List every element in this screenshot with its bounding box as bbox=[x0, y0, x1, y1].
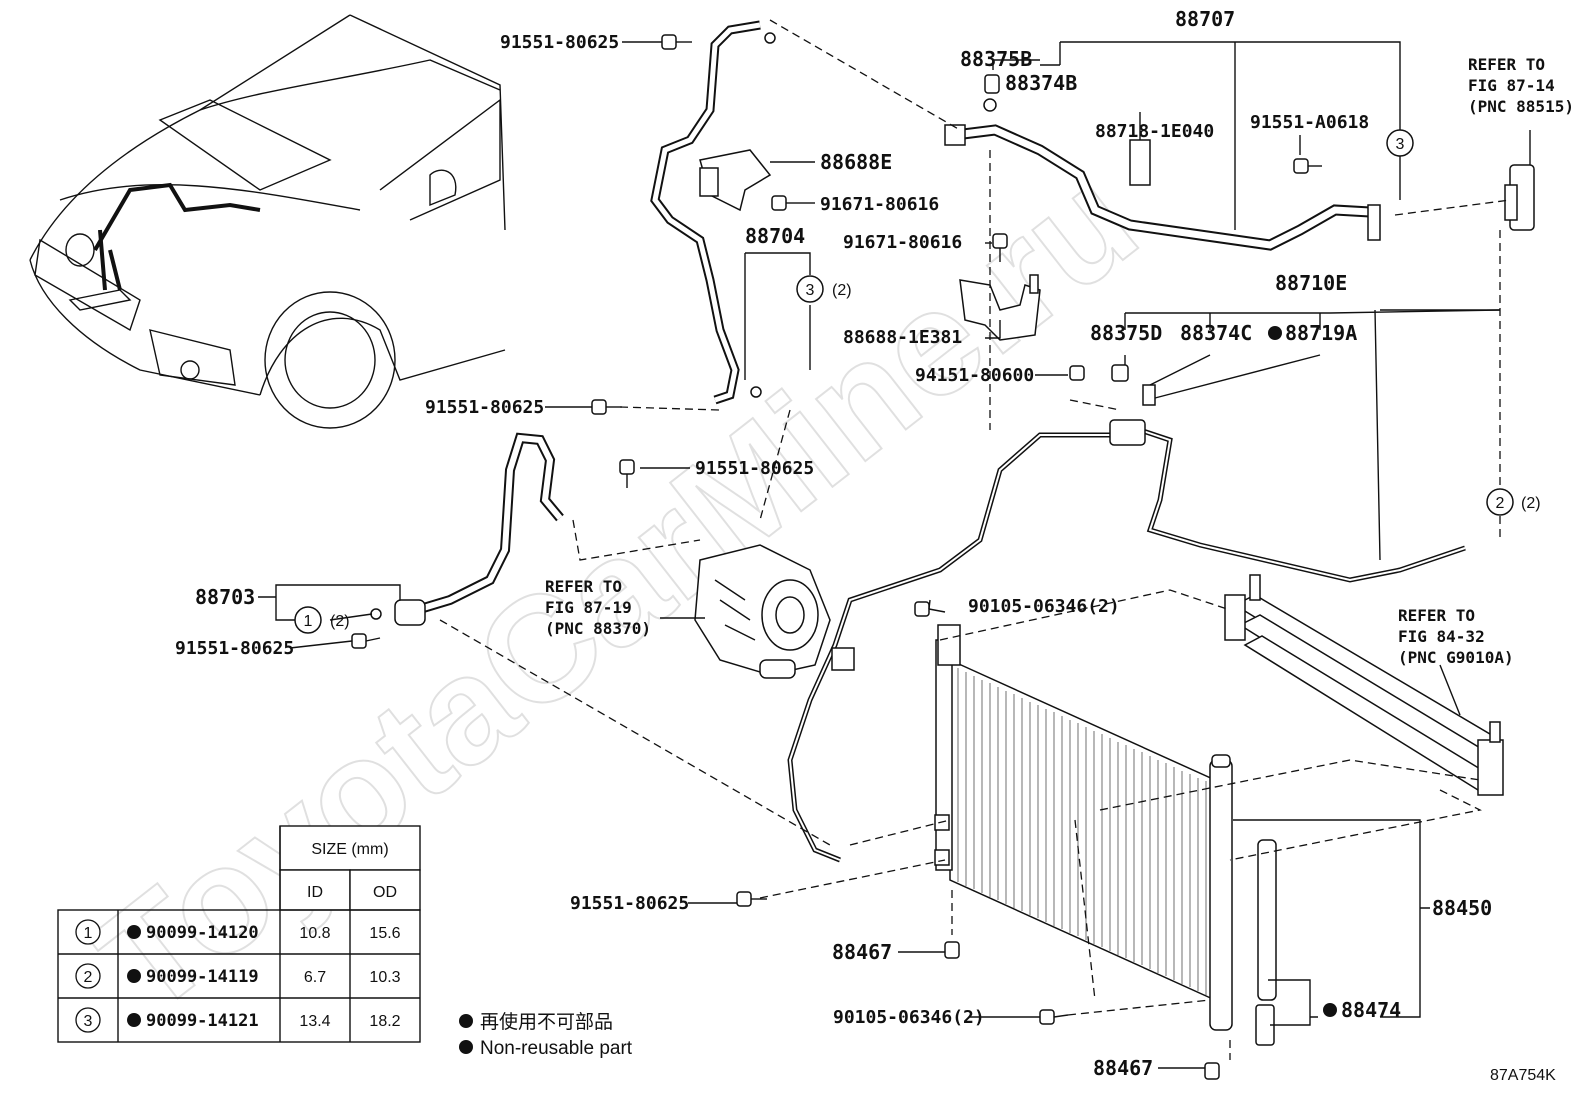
bracket-88688-1e381 bbox=[959, 274, 1041, 341]
table-header-od: OD bbox=[373, 884, 397, 901]
svg-text:(PNC 88370): (PNC 88370) bbox=[545, 619, 651, 638]
label-88374b: 88374B bbox=[1005, 71, 1077, 95]
label-91551-80625-low: 91551-80625 bbox=[175, 638, 294, 659]
label-88450: 88450 bbox=[1432, 896, 1492, 920]
label-91551-80625-bottom: 91551-80625 bbox=[570, 893, 689, 914]
label-91551-80625-mid: 91551-80625 bbox=[425, 397, 544, 418]
table-header-size: SIZE (mm) bbox=[311, 841, 388, 858]
svg-text:REFER TO: REFER TO bbox=[1468, 55, 1545, 74]
callout-3-top: 3 bbox=[1386, 129, 1414, 157]
callout-number: 1 bbox=[304, 613, 313, 630]
figure-code: 87A754K bbox=[1490, 1067, 1556, 1084]
legend: 再使用不可部品 Non-reusable part bbox=[459, 1011, 633, 1059]
table-row: 3 90099-14121 13.4 18.2 bbox=[75, 1007, 401, 1033]
svg-text:1: 1 bbox=[84, 925, 93, 942]
callout-number: 3 bbox=[1396, 136, 1405, 153]
svg-text:18.2: 18.2 bbox=[369, 1013, 400, 1030]
svg-text:10.3: 10.3 bbox=[369, 969, 400, 986]
callout-number: 3 bbox=[806, 282, 815, 299]
label-88374c: 88374C bbox=[1180, 321, 1252, 345]
svg-text:3: 3 bbox=[84, 1013, 93, 1030]
callout-qty: (2) bbox=[1521, 495, 1541, 512]
callout-2-right: 2 (2) bbox=[1486, 488, 1541, 516]
bracket-88688e bbox=[699, 149, 772, 212]
svg-text:90099-14120: 90099-14120 bbox=[146, 923, 259, 943]
table-row: 2 90099-14119 6.7 10.3 bbox=[75, 963, 401, 989]
callout-qty: (2) bbox=[330, 613, 350, 630]
label-88474: 88474 bbox=[1341, 998, 1401, 1022]
leader-lines bbox=[258, 41, 1531, 1069]
label-91551-80625-s: 91551-80625 bbox=[695, 458, 814, 479]
condenser-88450 bbox=[934, 624, 1233, 1031]
label-91551-80625-top: 91551-80625 bbox=[500, 32, 619, 53]
size-table: SIZE (mm) ID OD 1 90099-14120 10.8 15.6 … bbox=[57, 825, 421, 1043]
svg-text:90099-14121: 90099-14121 bbox=[146, 1011, 259, 1031]
label-88688-1e381: 88688-1E381 bbox=[843, 327, 962, 348]
svg-text:13.4: 13.4 bbox=[299, 1013, 330, 1030]
legend-japanese: 再使用不可部品 bbox=[480, 1011, 613, 1033]
non-reusable-dot bbox=[1323, 1003, 1337, 1017]
svg-text:10.8: 10.8 bbox=[299, 925, 330, 942]
label-90105-06346-b: 90105-06346(2) bbox=[833, 1007, 985, 1028]
svg-text:90099-14119: 90099-14119 bbox=[146, 967, 259, 987]
label-91551-a0618: 91551-A0618 bbox=[1250, 112, 1369, 133]
label-91671-80616-a: 91671-80616 bbox=[820, 194, 939, 215]
refer-fig-87-14: REFER TO FIG 87-14 (PNC 88515) bbox=[1468, 55, 1574, 116]
refer-fig-84-32: REFER TO FIG 84-32 (PNC G9010A) bbox=[1398, 606, 1514, 667]
label-88703: 88703 bbox=[195, 585, 255, 609]
label-88375b: 88375B bbox=[960, 47, 1032, 71]
callout-3-88704: 3 (2) bbox=[796, 275, 852, 303]
label-90105-06346-a: 90105-06346(2) bbox=[968, 596, 1120, 617]
label-88467-a: 88467 bbox=[832, 940, 892, 964]
reference-box bbox=[1374, 309, 1500, 561]
label-88719a: 88719A bbox=[1285, 321, 1357, 345]
label-88718-1e040: 88718-1E040 bbox=[1095, 121, 1214, 142]
callout-1-88703: 1 (2) bbox=[294, 606, 350, 634]
legend-english: Non-reusable part bbox=[480, 1038, 633, 1059]
svg-text:REFER TO: REFER TO bbox=[1398, 606, 1475, 625]
refer-fig-87-19: REFER TO FIG 87-19 (PNC 88370) bbox=[545, 577, 651, 638]
svg-text:6.7: 6.7 bbox=[304, 969, 326, 986]
car-illustration bbox=[29, 14, 506, 429]
callout-number: 2 bbox=[1496, 495, 1505, 512]
receiver-fitting bbox=[1504, 164, 1535, 231]
label-88707: 88707 bbox=[1175, 7, 1235, 31]
filter-88474 bbox=[1255, 839, 1277, 1046]
svg-text:FIG 84-32: FIG 84-32 bbox=[1398, 627, 1485, 646]
label-88704: 88704 bbox=[745, 224, 805, 248]
table-header-id: ID bbox=[307, 884, 323, 901]
non-reusable-dot bbox=[1268, 326, 1282, 340]
svg-text:15.6: 15.6 bbox=[369, 925, 400, 942]
svg-text:(PNC G9010A): (PNC G9010A) bbox=[1398, 648, 1514, 667]
cooler-g9010a bbox=[1224, 574, 1504, 796]
svg-text:2: 2 bbox=[84, 969, 93, 986]
label-88375d: 88375D bbox=[1090, 321, 1162, 345]
svg-text:FIG 87-19: FIG 87-19 bbox=[545, 598, 632, 617]
pipe-88710e bbox=[787, 364, 1466, 863]
label-88688e: 88688E bbox=[820, 150, 892, 174]
dashed-guides bbox=[439, 19, 1511, 1060]
pipe-88707 bbox=[944, 74, 1381, 251]
pipe-88704 bbox=[650, 20, 776, 405]
label-88710e: 88710E bbox=[1275, 271, 1347, 295]
callout-qty: (2) bbox=[832, 282, 852, 299]
table-row: 1 90099-14120 10.8 15.6 bbox=[75, 919, 401, 945]
label-91671-80616-b: 91671-80616 bbox=[843, 232, 962, 253]
compressor bbox=[694, 544, 831, 679]
label-88467-b: 88467 bbox=[1093, 1056, 1153, 1080]
label-94151-80600: 94151-80600 bbox=[915, 365, 1034, 386]
pipe-88703 bbox=[370, 432, 564, 626]
svg-text:REFER TO: REFER TO bbox=[545, 577, 622, 596]
svg-text:(PNC 88515): (PNC 88515) bbox=[1468, 97, 1574, 116]
svg-text:FIG 87-14: FIG 87-14 bbox=[1468, 76, 1555, 95]
